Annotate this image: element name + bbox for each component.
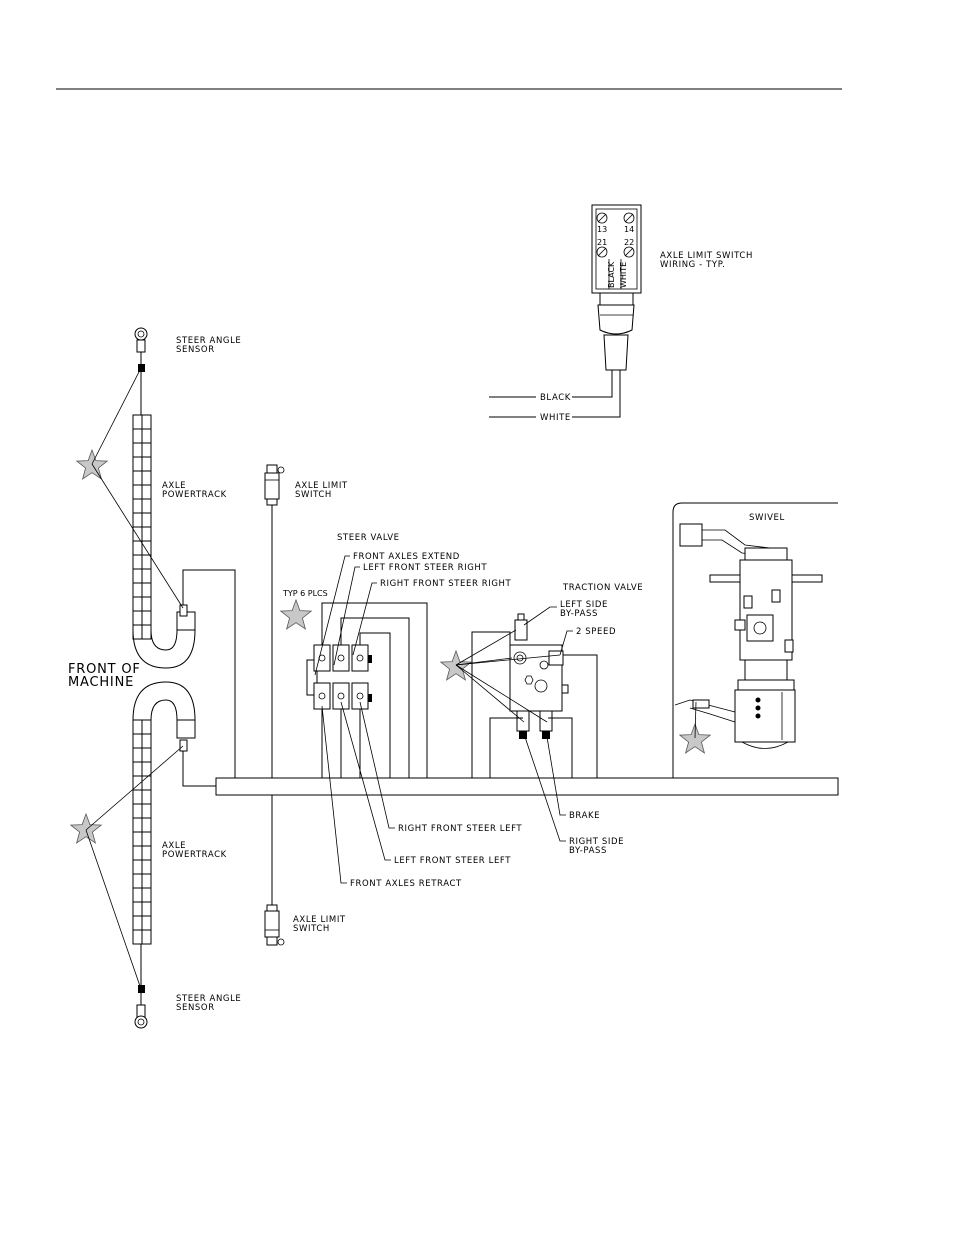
steer-angle-sensor-bottom <box>134 943 148 1029</box>
callout-star <box>69 812 103 844</box>
traction-valve-label: TRACTION VALVE <box>562 583 643 593</box>
steer-valve-leaders: FRONT AXLES EXTEND LEFT FRONT STEER RIGH… <box>314 552 522 889</box>
swivel-assembly <box>672 502 838 778</box>
brake-label: BRAKE <box>569 811 600 821</box>
traction-valve <box>471 613 598 778</box>
right-front-steer-right-label: RIGHT FRONT STEER RIGHT <box>380 579 512 589</box>
terminal-22: 22 <box>624 238 634 247</box>
limit-switch-detail: 13 14 21 22 BLACK WHITE BLACK WHITE <box>489 204 642 423</box>
terminal-14: 14 <box>624 225 634 234</box>
two-speed-label: 2 SPEED <box>576 627 616 637</box>
switch-wire-white: WHITE <box>619 262 628 288</box>
left-front-steer-right-label: LEFT FRONT STEER RIGHT <box>363 563 487 573</box>
steer-valve-label: STEER VALVE <box>337 533 400 543</box>
swivel-label: SWIVEL <box>749 513 785 523</box>
callout-star <box>279 598 313 630</box>
terminal-21: 21 <box>597 238 607 247</box>
front-axles-extend-label: FRONT AXLES EXTEND <box>353 552 460 562</box>
powertrack-top <box>132 414 196 669</box>
typ-6-plcs-label: TYP 6 PLCS <box>282 589 328 598</box>
right-front-steer-left-label: RIGHT FRONT STEER LEFT <box>398 824 522 834</box>
switch-wire-black: BLACK <box>607 261 616 288</box>
steer-angle-sensor-top <box>134 327 148 415</box>
steer-valve <box>306 602 428 778</box>
main-harness-trunk <box>215 777 839 796</box>
wire-label-black: BLACK <box>540 393 571 403</box>
callout-star <box>678 722 712 754</box>
axle-limit-switch-top <box>264 464 285 778</box>
axle-limit-switch-bottom <box>264 795 285 946</box>
powertrack-bottom <box>132 681 196 945</box>
star-leaders <box>85 367 697 990</box>
left-front-steer-left-label: LEFT FRONT STEER LEFT <box>394 856 511 866</box>
wire-label-white: WHITE <box>540 413 571 423</box>
front-axles-retract-label: FRONT AXLES RETRACT <box>350 879 462 889</box>
terminal-13: 13 <box>597 225 607 234</box>
